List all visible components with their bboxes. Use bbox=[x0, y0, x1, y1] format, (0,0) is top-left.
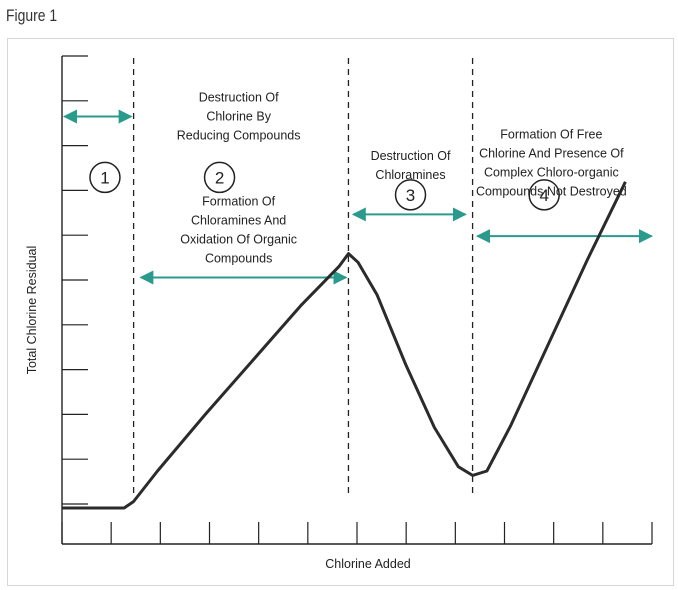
zone-number: 2 bbox=[215, 168, 224, 187]
annotation-line: Oxidation Of Organic bbox=[180, 233, 297, 247]
figure-label: Figure 1 bbox=[6, 6, 58, 25]
annotation-line: Reducing Compounds bbox=[177, 128, 301, 142]
zone-number: 1 bbox=[100, 168, 109, 187]
annotation-line: Destruction Of bbox=[199, 90, 279, 104]
zone-circle bbox=[89, 161, 121, 194]
zone-circle bbox=[394, 179, 427, 211]
annotation-destruction-reducing: Destruction Of Chlorine By Reducing Compou… bbox=[177, 90, 301, 142]
annotation-line: Chlorine By bbox=[206, 109, 271, 123]
annotation-line: Destruction Of bbox=[371, 149, 451, 163]
annotation-destruction-chloramines: Destruction Of Chloramines bbox=[371, 149, 451, 182]
annotation-line: Formation Of Free bbox=[500, 127, 602, 141]
annotation-line: Compounds bbox=[205, 252, 272, 266]
annotation-line: Compounds Not Destroyed bbox=[476, 184, 627, 198]
x-axis-label: Chlorine Added bbox=[325, 557, 411, 571]
annotation-line: Complex Chloro-organic bbox=[484, 165, 619, 179]
annotation-line: Chlorine And Presence Of bbox=[479, 146, 624, 160]
zone-circle bbox=[528, 179, 560, 211]
y-axis-label: Total Chlorine Residual bbox=[25, 246, 39, 375]
annotation-line: Chloramines bbox=[375, 168, 445, 182]
zone-number: 3 bbox=[406, 186, 415, 205]
zone-marker: 2 bbox=[203, 161, 236, 194]
residual-curve bbox=[62, 181, 627, 510]
zone-number: 4 bbox=[539, 186, 548, 205]
annotation-line: Chloramines And bbox=[191, 214, 286, 228]
zone-marker: 3 bbox=[394, 179, 427, 211]
annotation-line: Formation Of bbox=[202, 195, 275, 209]
zone-circle bbox=[203, 161, 236, 194]
zone-marker: 1 bbox=[89, 161, 121, 194]
zone-marker: 4 bbox=[528, 179, 560, 211]
